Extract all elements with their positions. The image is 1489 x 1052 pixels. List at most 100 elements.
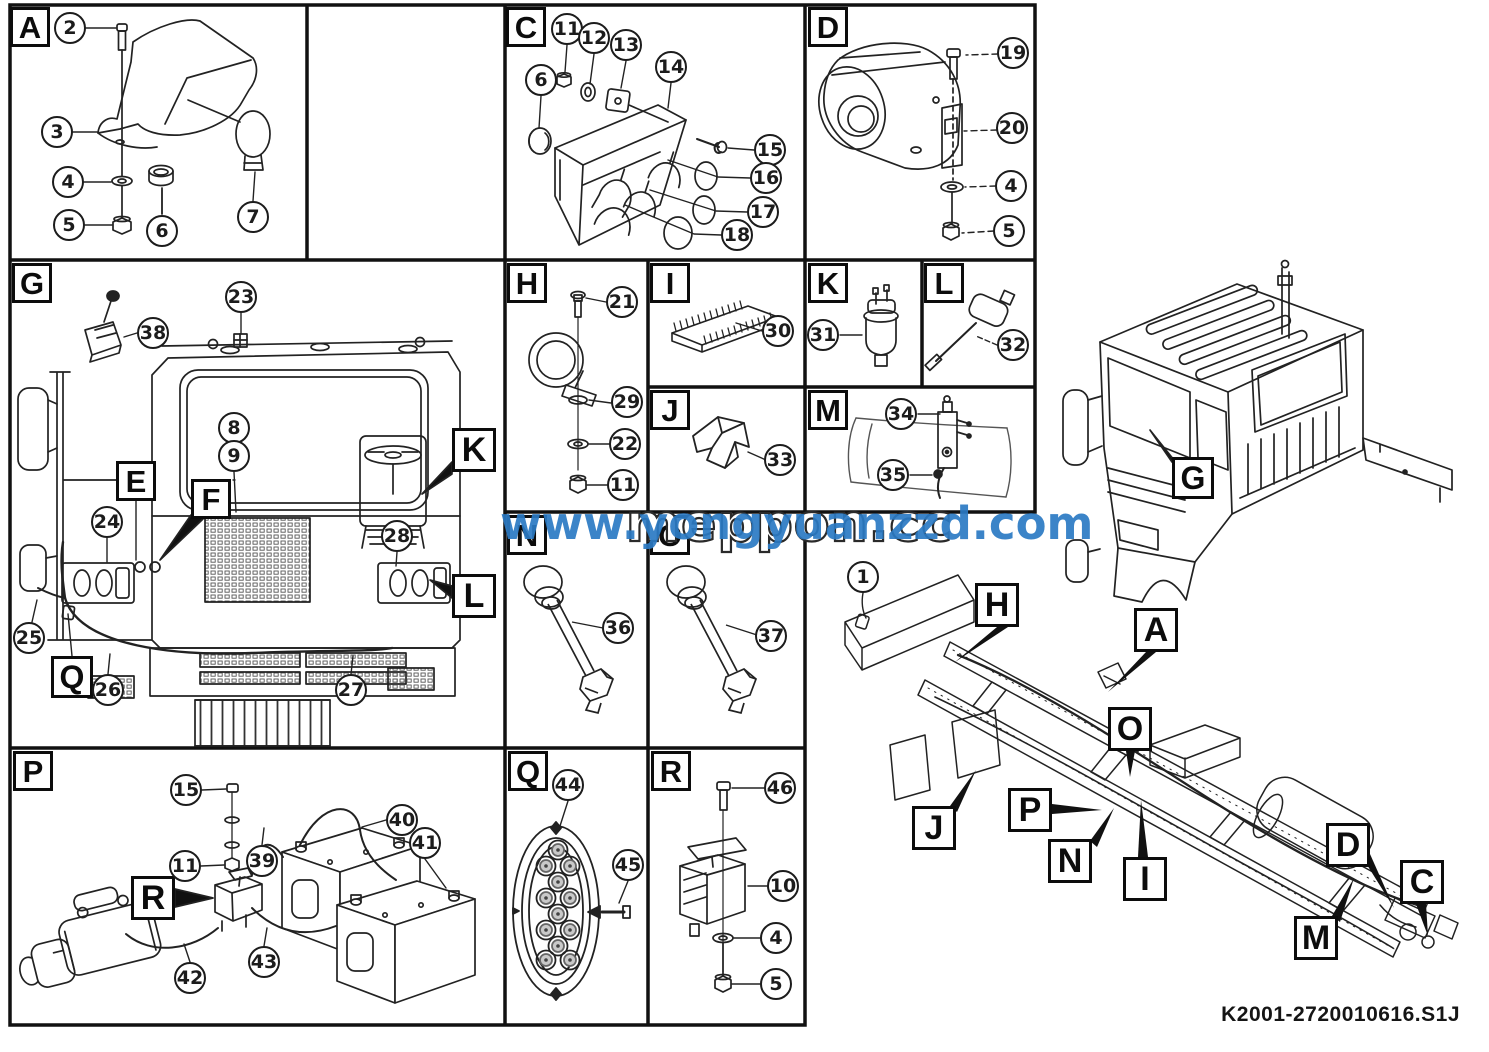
ref-label-q: Q [51,656,93,698]
panel-q-illustration [512,800,631,1001]
callout-p-11: 11 [169,850,201,882]
panel-label-n: N [507,515,547,555]
callout-r-46: 46 [764,772,796,804]
ref-label-e: E [116,461,156,501]
callout-p-15: 15 [170,774,202,806]
ref-label-k: K [452,428,496,472]
callout-h-29: 29 [611,386,643,418]
chassis-label-d: D [1326,823,1370,867]
chassis-label-h: H [975,583,1019,627]
callout-a-5: 5 [53,209,85,241]
watermark-background: meppon.cc [625,494,954,554]
panel-label-q: Q [508,751,548,791]
callout-m-34: 34 [885,398,917,430]
callout-c-12: 12 [578,22,610,54]
callout-g-24: 24 [91,506,123,538]
panel-label-j: J [650,390,690,430]
callout-c-15: 15 [754,134,786,166]
callout-c-16: 16 [750,162,782,194]
callout-p-43: 43 [248,946,280,978]
callout-h-11: 11 [607,469,639,501]
callout-c-13: 13 [610,29,642,61]
cab-label-g: G [1172,457,1214,499]
panel-label-r: R [651,751,691,791]
callout-q-45: 45 [612,849,644,881]
chassis-label-a: A [1134,608,1178,652]
panel-d-illustration [818,42,999,241]
document-number: K2001-2720010616.S1J [1221,1003,1460,1026]
panel-a-illustration [71,19,271,235]
callout-g-38: 38 [137,317,169,349]
panel-label-k: K [808,263,848,303]
callout-d-20: 20 [996,112,1028,144]
panel-k-illustration [839,284,899,367]
callout-p-42: 42 [174,962,206,994]
callout-a-2: 2 [54,12,86,44]
callout-g-9: 9 [218,440,250,472]
callout-n-36: 36 [602,612,634,644]
callout-c-18: 18 [721,219,753,251]
callout-c-6: 6 [525,64,557,96]
callout-g-23: 23 [225,281,257,313]
chassis-label-m: M [1294,916,1338,960]
ref-label-r: R [131,876,175,920]
callout-l-32: 32 [997,329,1029,361]
panel-h-illustration [528,290,612,494]
callout-q-44: 44 [552,769,584,801]
callout-r-10: 10 [767,870,799,902]
callout-i-30: 30 [762,315,794,347]
chassis-label-c: C [1400,860,1444,904]
callout-c-17: 17 [747,196,779,228]
panel-label-h: H [507,263,547,303]
panel-p-illustration [19,783,476,1004]
callout-o-37: 37 [755,620,787,652]
callout-p-39: 39 [246,845,278,877]
callout-g-25: 25 [13,622,45,654]
panel-label-o: O [650,515,690,555]
callout-p-40: 40 [386,804,418,836]
panel-r-illustration [679,781,768,993]
callout-chassis-1: 1 [847,561,879,593]
chassis-label-n: N [1048,839,1092,883]
callout-a-3: 3 [41,116,73,148]
panel-o-illustration [666,565,757,714]
panel-l-illustration [924,289,1016,372]
callout-g-27: 27 [335,674,367,706]
chassis-label-p: P [1008,788,1052,832]
callout-g-26: 26 [92,674,124,706]
panel-label-p: P [13,751,53,791]
chassis-label-j: J [912,806,956,850]
panel-j-illustration [692,416,767,469]
callout-k-31: 31 [807,319,839,351]
callout-a-6: 6 [146,215,178,247]
chassis-label-o: O [1108,707,1152,751]
panel-label-c: C [506,7,546,47]
callout-p-41: 41 [409,827,441,859]
callout-h-21: 21 [606,286,638,318]
panel-grid-borders [8,3,1037,1027]
chassis-label-i: I [1123,857,1167,901]
panel-label-m: M [808,390,848,430]
panel-m-illustration [847,395,1012,499]
panel-c-illustration [528,44,755,250]
callout-r-4: 4 [760,922,792,954]
callout-c-14: 14 [655,51,687,83]
callout-d-5: 5 [993,215,1025,247]
panel-label-d: D [808,7,848,47]
callout-j-33: 33 [764,444,796,476]
callout-r-5: 5 [760,968,792,1000]
chassis-illustration [844,574,1459,958]
panel-label-a: A [10,7,50,47]
callout-d-19: 19 [997,37,1029,69]
cab-illustration [1062,259,1453,603]
panel-label-i: I [650,263,690,303]
callout-d-4: 4 [995,170,1027,202]
panel-label-l: L [924,263,964,303]
callout-g-28: 28 [381,520,413,552]
callout-h-22: 22 [609,428,641,460]
panel-label-g: G [12,263,52,303]
callout-a-4: 4 [52,166,84,198]
callout-m-35: 35 [877,459,909,491]
ref-label-l: L [452,574,496,618]
